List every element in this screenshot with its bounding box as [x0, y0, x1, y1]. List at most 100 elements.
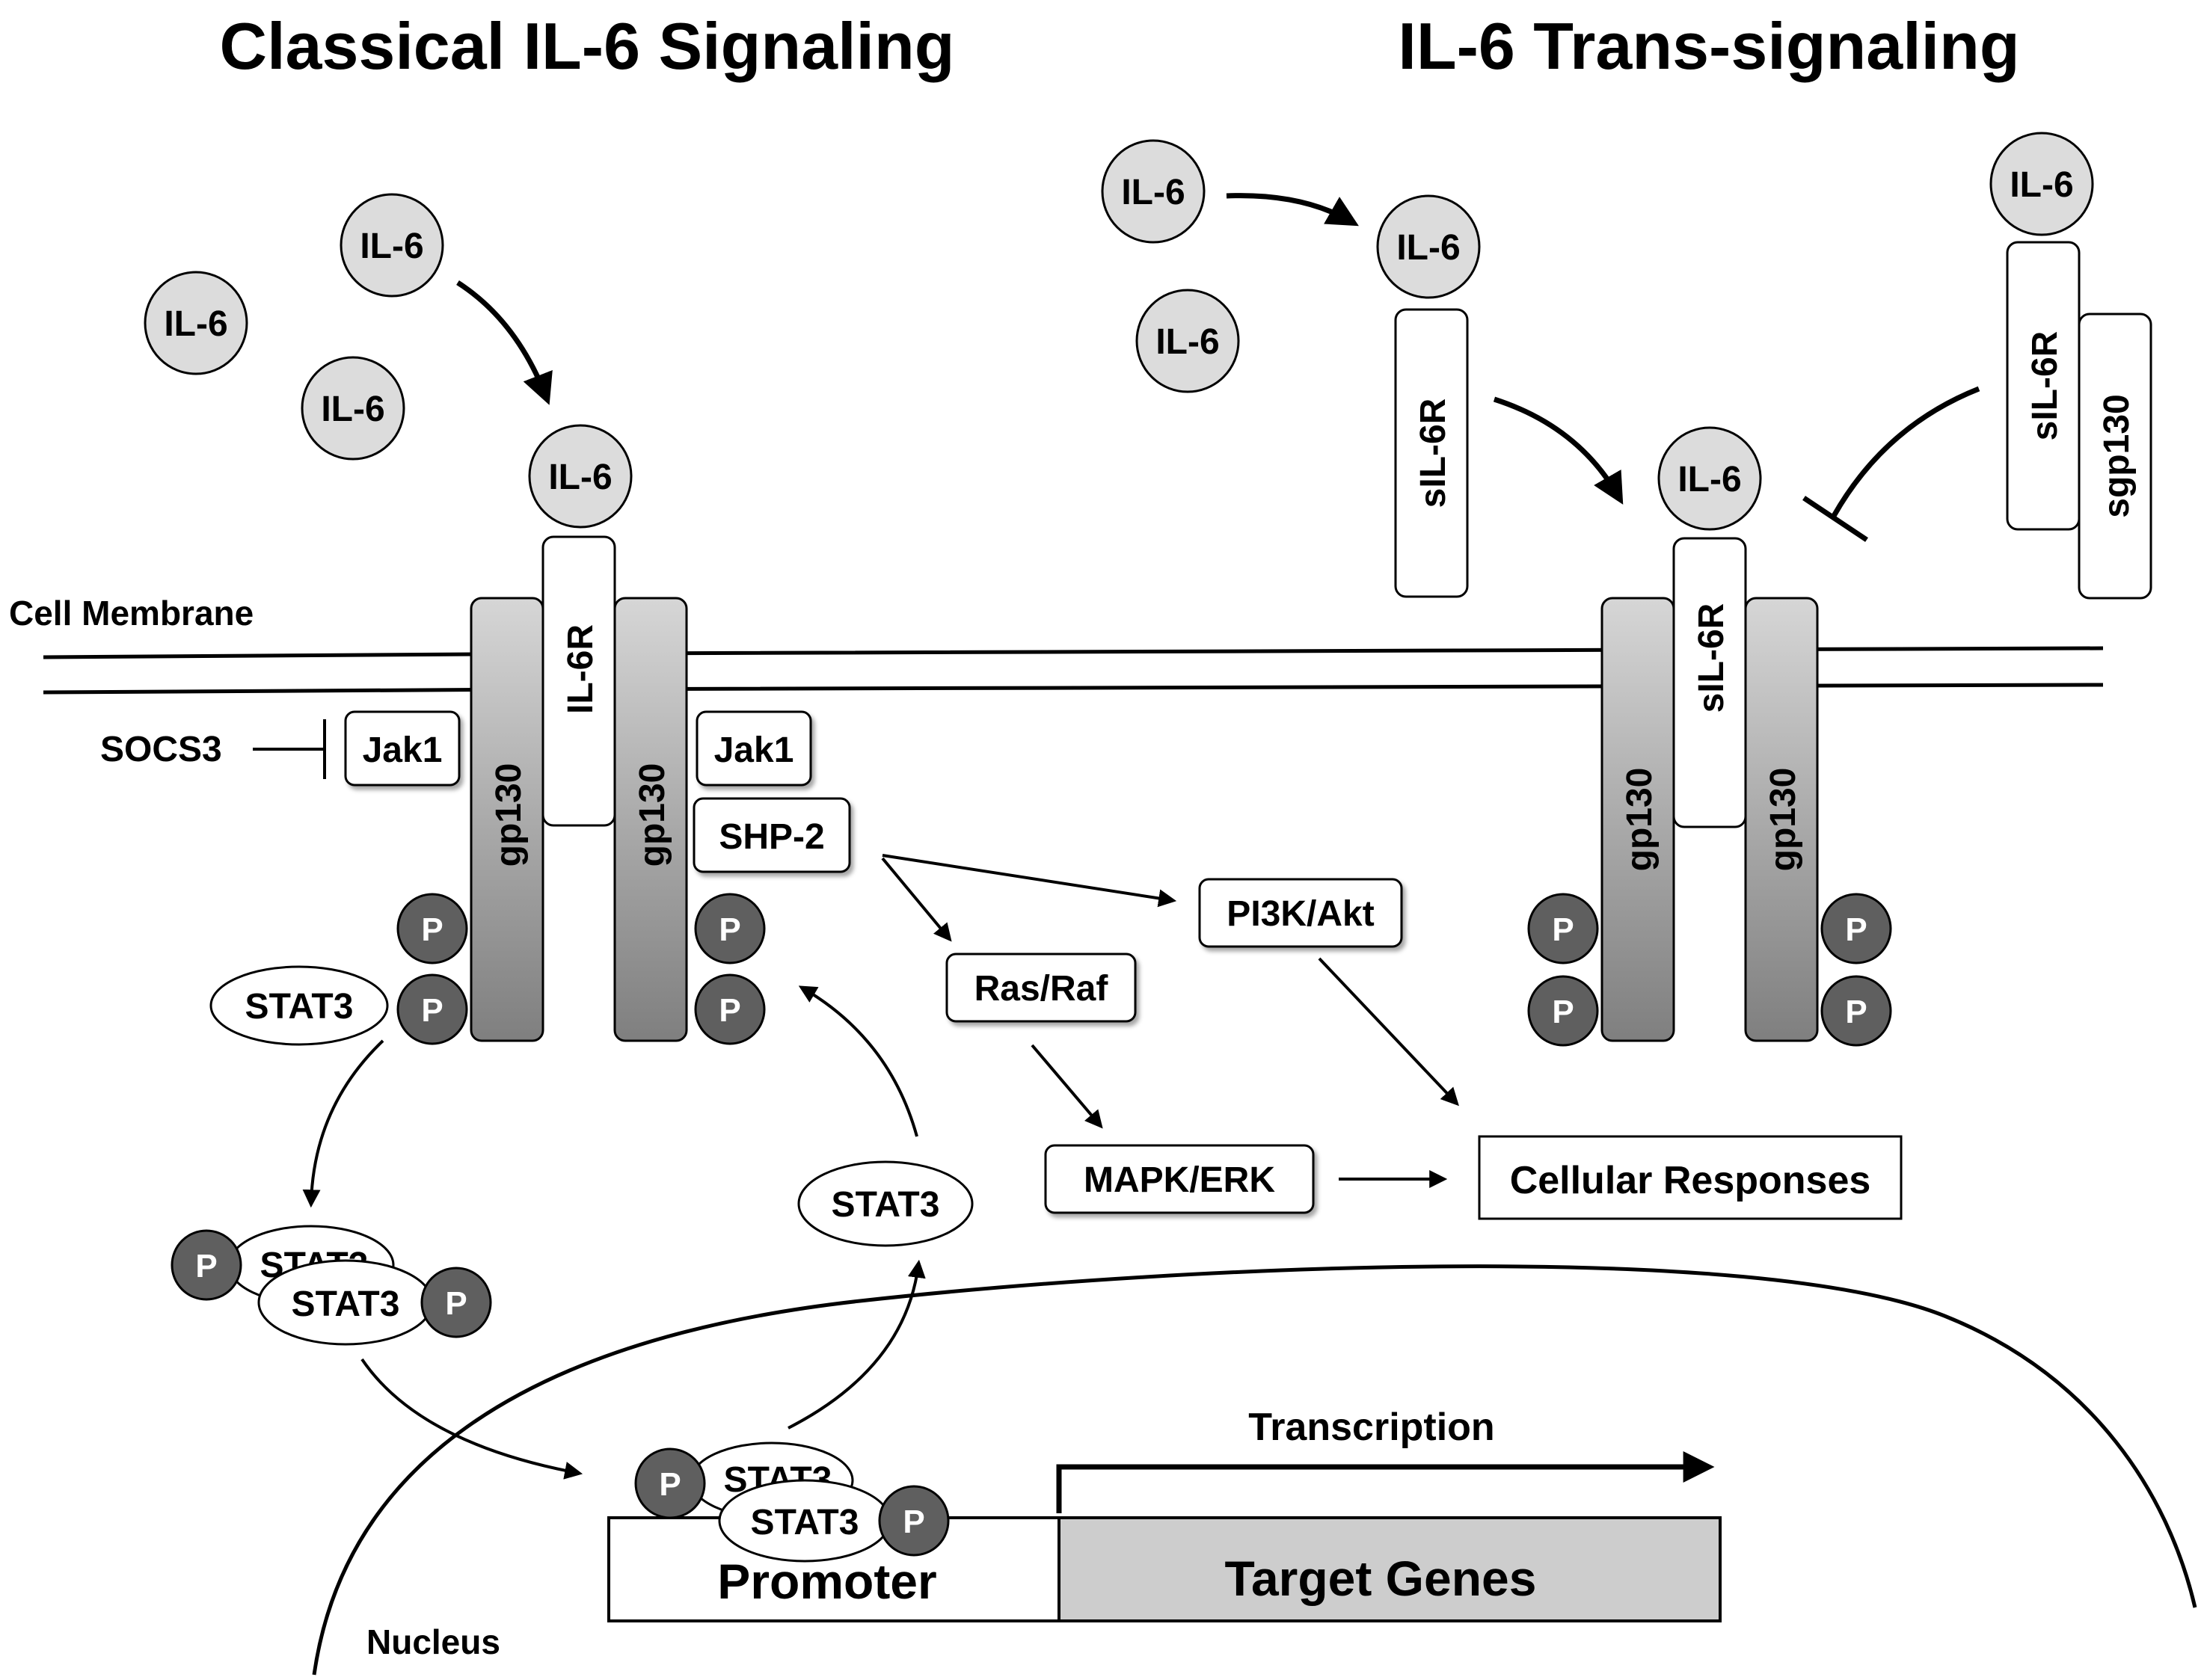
ras-raf-box: Ras/Raf [945, 953, 1137, 1023]
il6-label: IL-6 [321, 390, 384, 429]
pi3k-label: PI3K/Akt [1227, 894, 1374, 934]
mapk-erk-box: MAPK/ERK [1044, 1144, 1315, 1214]
sgp130-label: sgp130 [2097, 394, 2137, 517]
stat3-to-dimer-arrow [302, 1039, 384, 1208]
phospho-group: P [396, 893, 468, 964]
phospho-label: P [1845, 994, 1867, 1030]
phospho-label: P [659, 1466, 681, 1503]
il6-ligand-bound: IL-6 [1989, 132, 2094, 236]
phospho-group: P [396, 973, 468, 1045]
stat3-recycle-arrow [788, 1259, 926, 1430]
phospho-group: P [694, 973, 766, 1045]
nuclear-envelope [312, 1264, 2197, 1676]
sil6r-label: sIL-6R [1692, 603, 1731, 713]
jak1-box: Jak1 [696, 710, 812, 787]
il6-label: IL-6 [2010, 165, 2073, 205]
socs3-inhibition [253, 719, 326, 779]
phospho-group: P [1820, 893, 1892, 964]
phospho-group: P [1820, 975, 1892, 1047]
phospho-label: P [719, 911, 740, 948]
cellular-responses-box: Cellular Responses [1478, 1135, 1903, 1220]
il6-ligand: IL-6 [144, 271, 248, 375]
phospho-group: P [694, 893, 766, 964]
sgp130-inhibition [1802, 386, 1980, 542]
stat3-label: STAT3 [832, 1185, 940, 1225]
shp2-to-pi3k-arrow [882, 854, 1177, 908]
sil6r-label: sIL-6R [1413, 399, 1453, 508]
il6-label: IL-6 [164, 304, 227, 344]
sgp130-soluble: sgp130 [2078, 313, 2152, 600]
il6-ligand-bound: IL-6 [1657, 426, 1762, 531]
jak1-label: Jak1 [363, 730, 443, 770]
il6-label: IL-6 [1155, 322, 1219, 362]
stat3-label: STAT3 [245, 987, 354, 1027]
il6-ligand: IL-6 [340, 193, 444, 298]
phospho-label: P [445, 1285, 467, 1322]
transcription-arrow [1056, 1451, 1715, 1513]
il6-label: IL-6 [1677, 460, 1741, 499]
title-classical: Classical IL-6 Signaling [220, 9, 955, 83]
stat3-dimer: STAT3 STAT3 P P [171, 1225, 492, 1346]
il6-label: IL-6 [1396, 228, 1460, 268]
shp2-to-rasraf-arrow [881, 857, 952, 942]
target-genes-region: Target Genes [1058, 1516, 1722, 1622]
gp130-receptor: gp130 [1600, 597, 1675, 1042]
stat3-monomer: STAT3 [209, 965, 389, 1046]
il6-label: IL-6 [548, 458, 612, 497]
gp130-label: gp130 [489, 763, 529, 867]
sil6r-soluble: sIL-6R [1394, 308, 1469, 598]
target-genes-label: Target Genes [1225, 1551, 1537, 1606]
cellular-responses-label: Cellular Responses [1510, 1159, 1871, 1202]
rasraf-label: Ras/Raf [974, 969, 1109, 1009]
pi3k-to-cellular-arrow [1318, 957, 1459, 1107]
phospho-label: P [1845, 911, 1867, 948]
promoter-label: Promoter [717, 1554, 936, 1609]
sil6r-label: sIL-6R [2025, 331, 2065, 441]
shp2-box: SHP-2 [693, 797, 851, 873]
shp2-label: SHP-2 [719, 817, 824, 857]
gp130-receptor: gp130 [1744, 597, 1819, 1042]
sil6r-soluble: sIL-6R [2006, 241, 2081, 531]
complex-to-membrane-arrow [1493, 396, 1624, 505]
phospho-label: P [1552, 994, 1574, 1030]
pi3k-akt-box: PI3K/Akt [1198, 878, 1403, 948]
il6-label: IL-6 [1121, 173, 1185, 212]
jak1-label: Jak1 [714, 730, 794, 770]
il6-ligand: IL-6 [1101, 139, 1206, 244]
dimer-to-nucleus-arrow [360, 1358, 583, 1480]
il6-to-sil6r-arrow [1226, 193, 1359, 227]
gp130-label: gp130 [1620, 768, 1660, 872]
phospho-label: P [195, 1248, 217, 1284]
il6r-label: IL-6R [561, 624, 601, 714]
gp130-receptor: gp130 [613, 597, 688, 1042]
il6-ligand-bound: IL-6 [1376, 194, 1481, 299]
cell-membrane-label: Cell Membrane [9, 594, 254, 633]
mapk-label: MAPK/ERK [1084, 1160, 1275, 1200]
phospho-label: P [1552, 911, 1574, 948]
socs3-label: SOCS3 [100, 730, 222, 769]
rasraf-to-mapk-arrow [1031, 1044, 1103, 1129]
il6-ligand-bound: IL-6 [528, 424, 633, 529]
stat3-dimer-nuclear: STAT3 STAT3 P P [634, 1441, 950, 1563]
sil6r-receptor: sIL-6R [1672, 537, 1747, 828]
phospho-group: P [1527, 975, 1599, 1047]
phospho-label: P [903, 1504, 924, 1540]
il6r-receptor: IL-6R [541, 535, 616, 827]
stat3-label: STAT3 [751, 1503, 859, 1542]
nucleus-label: Nucleus [366, 1622, 500, 1661]
il6-label: IL-6 [360, 227, 423, 266]
phospho-label: P [719, 992, 740, 1029]
stat3-label: STAT3 [292, 1284, 400, 1324]
title-trans: IL-6 Trans-signaling [1398, 9, 2019, 83]
jak1-box: Jak1 [344, 710, 461, 787]
stat3-monomer: STAT3 [797, 1160, 974, 1247]
stat3-return-arrow [798, 985, 918, 1137]
il6-ligand: IL-6 [1135, 289, 1240, 393]
il6-ligand: IL-6 [301, 356, 405, 461]
transcription-label: Transcription [1248, 1406, 1494, 1449]
phospho-label: P [421, 992, 443, 1029]
gp130-receptor: gp130 [470, 597, 544, 1042]
gp130-label: gp130 [1763, 768, 1803, 872]
phospho-group: P [1527, 893, 1599, 964]
